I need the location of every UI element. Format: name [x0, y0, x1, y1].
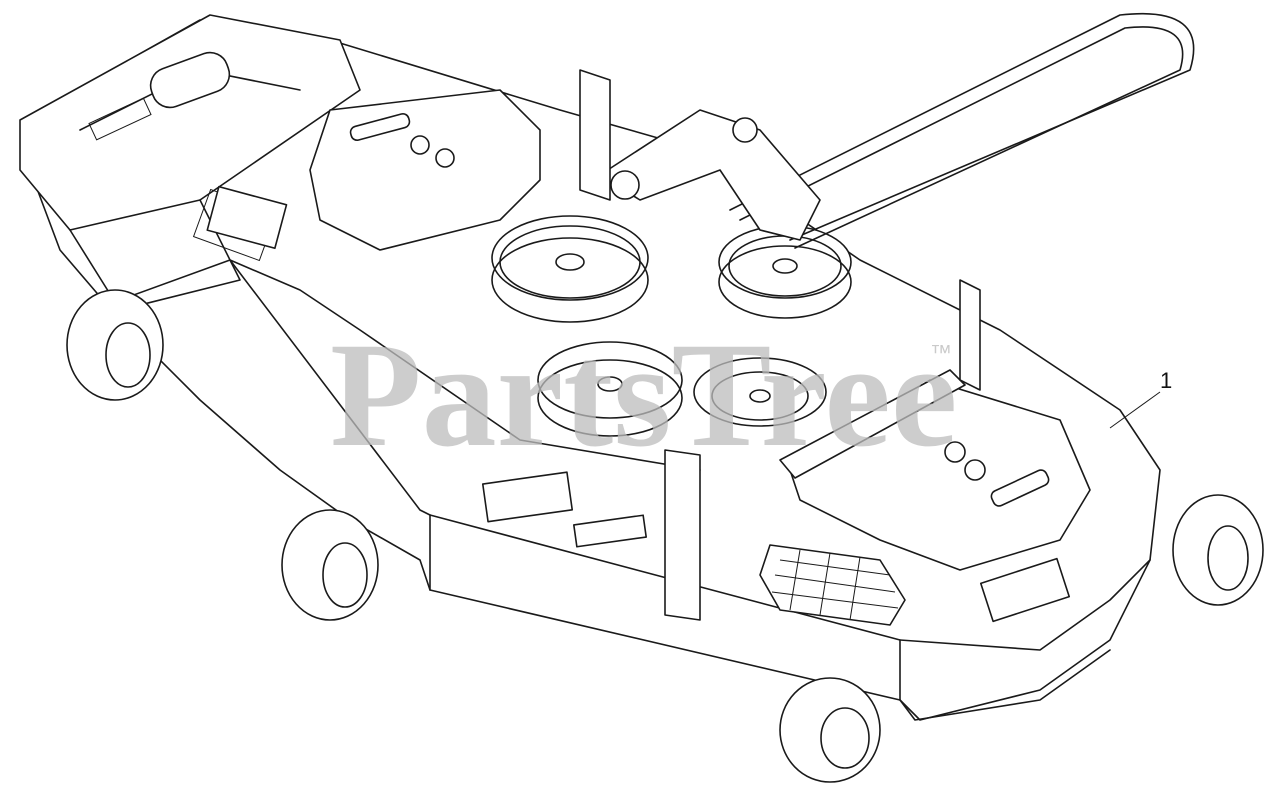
rear-housing: [19, 14, 361, 311]
watermark-trademark: ™: [930, 340, 952, 365]
center-belt-shield: [309, 89, 541, 251]
pulley-center-left: [537, 341, 683, 437]
gauge-wheel-rear-left: [66, 289, 164, 401]
deck-brackets: [579, 69, 981, 621]
deck-decals: [206, 185, 1071, 623]
gauge-wheel-front-left: [281, 509, 379, 621]
pulley-left-top: [491, 215, 649, 323]
gauge-wheel-front-center: [779, 677, 881, 783]
callout-leader-line: [1109, 391, 1161, 429]
drive-belt: [729, 12, 1195, 249]
watermark-text: PartsTree: [330, 312, 957, 478]
right-belt-shield: [779, 369, 1091, 571]
gauge-wheel-right: [1172, 494, 1264, 606]
pulley-right-top: [718, 225, 852, 319]
pulley-center-right: [693, 357, 827, 427]
callout-1: 1: [1109, 368, 1172, 429]
idler-arm: [599, 109, 821, 241]
spindle-grill: [759, 544, 906, 626]
callout-label: 1: [1160, 368, 1172, 393]
